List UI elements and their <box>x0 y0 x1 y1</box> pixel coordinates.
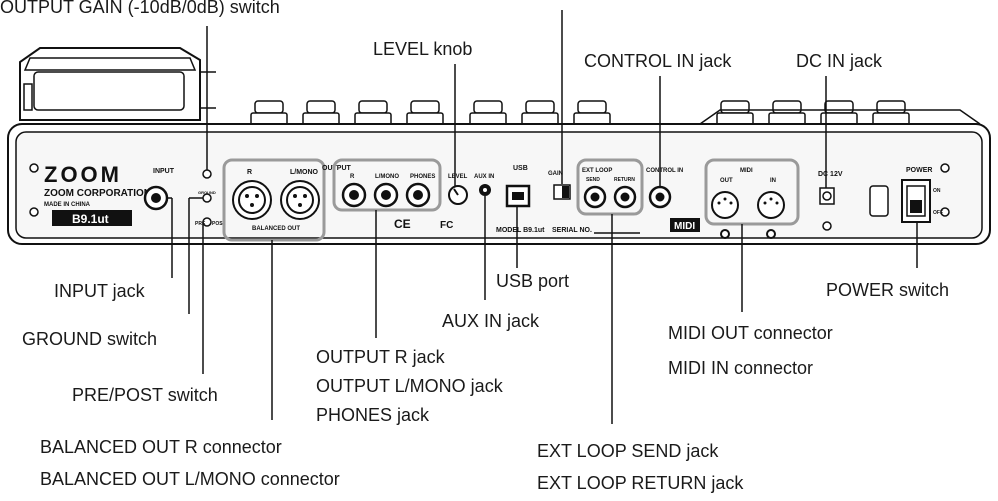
company-name: ZOOM CORPORATION <box>44 188 151 199</box>
dc-panel-label: DC 12V <box>818 171 843 178</box>
xlr-r-shape <box>232 180 272 220</box>
balanced-out-callout-box <box>222 158 326 242</box>
ext-loop-panel-label: EXT LOOP <box>582 168 612 174</box>
callout-usb-port: USB port <box>496 271 570 291</box>
midi-out-panel-label: OUT <box>720 178 733 184</box>
callout-ext-send: EXT LOOP SEND jack <box>537 441 719 461</box>
callout-level-knob: LEVEL knob <box>373 39 473 59</box>
callout-balanced-r: BALANCED OUT R connector <box>40 437 282 457</box>
callout-dc-in: DC IN jack <box>796 51 883 71</box>
output-callout-box <box>332 158 442 212</box>
made-in-label: MADE IN CHINA <box>44 202 91 208</box>
ground-panel-label: GROUND <box>198 190 216 195</box>
callout-midi-out: MIDI OUT connector <box>668 323 833 343</box>
brand-logo: ZOOM <box>44 162 122 187</box>
control-in-panel-label: CONTROL IN <box>646 168 683 174</box>
balanced-out-panel-label: BALANCED OUT <box>252 226 300 232</box>
power-panel-label: POWER <box>906 167 932 174</box>
callout-control-in: CONTROL IN jack <box>584 51 732 71</box>
bal-r-panel-label: R <box>247 169 252 176</box>
ext-loop-callout-box <box>576 158 644 216</box>
on-panel-label: ON <box>933 188 941 194</box>
callout-phones: PHONES jack <box>316 405 430 425</box>
midi-logo: MIDI <box>674 221 695 232</box>
model-logo-box <box>52 210 132 226</box>
xlr-lmono-shape <box>280 180 320 220</box>
serial-panel-label: SERIAL NO. <box>552 227 592 234</box>
fc-mark: FC <box>440 220 453 231</box>
callout-ground-switch: GROUND switch <box>22 329 158 349</box>
input-panel-label: INPUT <box>153 168 175 175</box>
level-panel-label: LEVEL <box>448 174 468 180</box>
panel-screws <box>29 163 950 231</box>
out-phones-panel-label: PHONES <box>410 174 435 180</box>
pre-panel-label: PRE <box>195 221 206 227</box>
off-panel-label: OFF <box>933 210 943 216</box>
callout-pre-post: PRE/POST switch <box>72 385 218 405</box>
midi-connectors <box>711 191 785 239</box>
send-panel-label: SEND <box>586 177 600 183</box>
usb-panel-label: USB <box>513 165 528 172</box>
return-panel-label: RETURN <box>614 177 635 183</box>
callout-output-lmono: OUTPUT L/MONO jack <box>316 376 503 396</box>
callout-power-switch: POWER switch <box>826 280 950 300</box>
midi-panel-label: MIDI <box>740 168 753 174</box>
top-knobs <box>250 100 910 126</box>
callout-output-r: OUTPUT R jack <box>316 347 445 367</box>
out-lmono-panel-label: L/MONO <box>375 174 399 180</box>
callout-midi-in: MIDI IN connector <box>668 358 814 378</box>
aux-panel-label: AUX IN <box>474 174 494 180</box>
pedal-unit <box>19 47 216 121</box>
midi-callout-box <box>704 158 800 226</box>
model-no-panel-label: MODEL B9.1ut <box>496 227 545 234</box>
out-r-panel-label: R <box>350 174 355 180</box>
bal-lmono-panel-label: L/MONO <box>290 169 319 176</box>
post-panel-label: POST <box>212 221 226 227</box>
leader-lines <box>167 10 918 424</box>
ce-mark: CE <box>394 217 411 231</box>
midi-logo-box <box>670 218 700 232</box>
callout-balanced-lmono: BALANCED OUT L/MONO connector <box>40 469 340 489</box>
callout-output-gain: OUTPUT GAIN (-10dB/0dB) switch <box>0 0 280 17</box>
rear-panel <box>7 109 991 245</box>
model-logo: B9.1ut <box>72 212 109 226</box>
callout-aux-in: AUX IN jack <box>442 311 540 331</box>
callout-input-jack: INPUT jack <box>54 281 145 301</box>
callout-ext-return: EXT LOOP RETURN jack <box>537 473 744 493</box>
gain-panel-label: GAIN <box>548 171 563 177</box>
midi-in-panel-label: IN <box>770 178 776 184</box>
output-panel-label: OUTPUT <box>322 165 352 172</box>
